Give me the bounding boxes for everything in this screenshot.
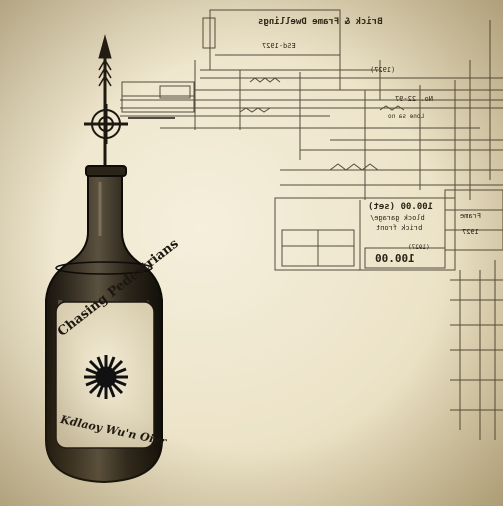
- arrow-fletching: [98, 59, 112, 87]
- plan-garage-block: [274, 197, 456, 271]
- sun-emblem-icon: [84, 355, 128, 399]
- bottle-label-patch: [55, 301, 155, 449]
- arrow-head: [98, 34, 112, 59]
- crosshair-icon: [84, 104, 175, 144]
